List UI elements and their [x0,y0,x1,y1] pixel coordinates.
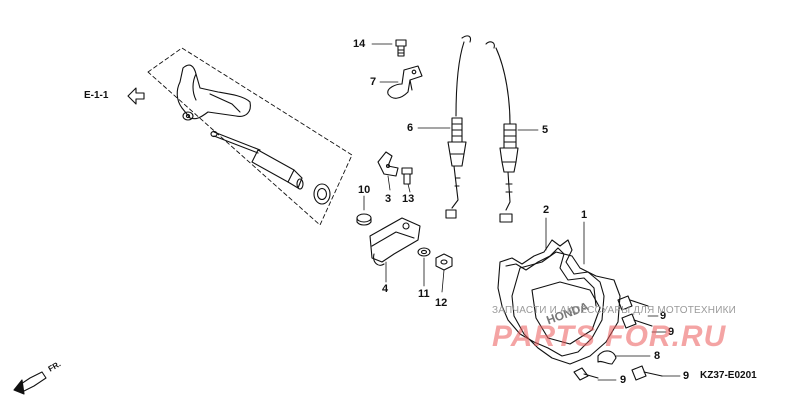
diagram-code: KZ37-E0201 [700,370,757,381]
oil-seal-part [313,183,331,205]
callout-14: 14 [353,38,366,50]
callout-11: 11 [418,288,430,300]
callout-5: 5 [542,124,549,136]
cover-part [511,251,621,365]
throttle-arm-part [369,217,421,266]
bolt-9-b-part [621,313,653,329]
screw-13-part [401,167,413,185]
cable-holder-part [387,65,423,99]
callout-3: 3 [385,193,392,205]
callout-6: 6 [407,122,414,134]
bolt-9-d-part [631,365,663,381]
callout-1: 1 [581,209,588,221]
reference-dashed-box [147,47,353,226]
bolt-9-c-part [573,367,599,381]
bolt-9-a-part [617,295,649,311]
callout-9-d: 9 [683,370,690,382]
callout-12: 12 [435,297,448,309]
nut-12-part [435,253,453,271]
callout-7: 7 [370,76,377,88]
cover-gasket-part [497,239,605,357]
reference-label: E-1-1 [84,90,109,101]
watermark-caption: ЗАПЧАСТИ И АКСЕССУАРЫ ДЛЯ МОТОТЕХНИКИ [492,305,737,316]
callout-2: 2 [543,204,550,216]
shaft-part [213,131,261,151]
throttle-cable-6-part [445,35,472,219]
watermark-logo: PARTS FOR.RU [492,320,727,353]
clamp-8-part [597,350,617,365]
bolt-14-part [395,39,407,57]
washer-11-part [417,247,431,257]
callout-10: 10 [358,184,371,196]
callout-9-a: 9 [660,310,667,322]
callout-8: 8 [654,350,661,362]
washer-10-part [356,213,372,226]
throttle-cable-5-part [485,41,519,223]
callout-9-c: 9 [620,374,627,386]
callout-13: 13 [402,193,415,205]
spring-part [377,151,399,177]
reference-arrow [127,87,145,105]
callout-4: 4 [382,283,389,295]
callout-9-b: 9 [668,326,675,338]
